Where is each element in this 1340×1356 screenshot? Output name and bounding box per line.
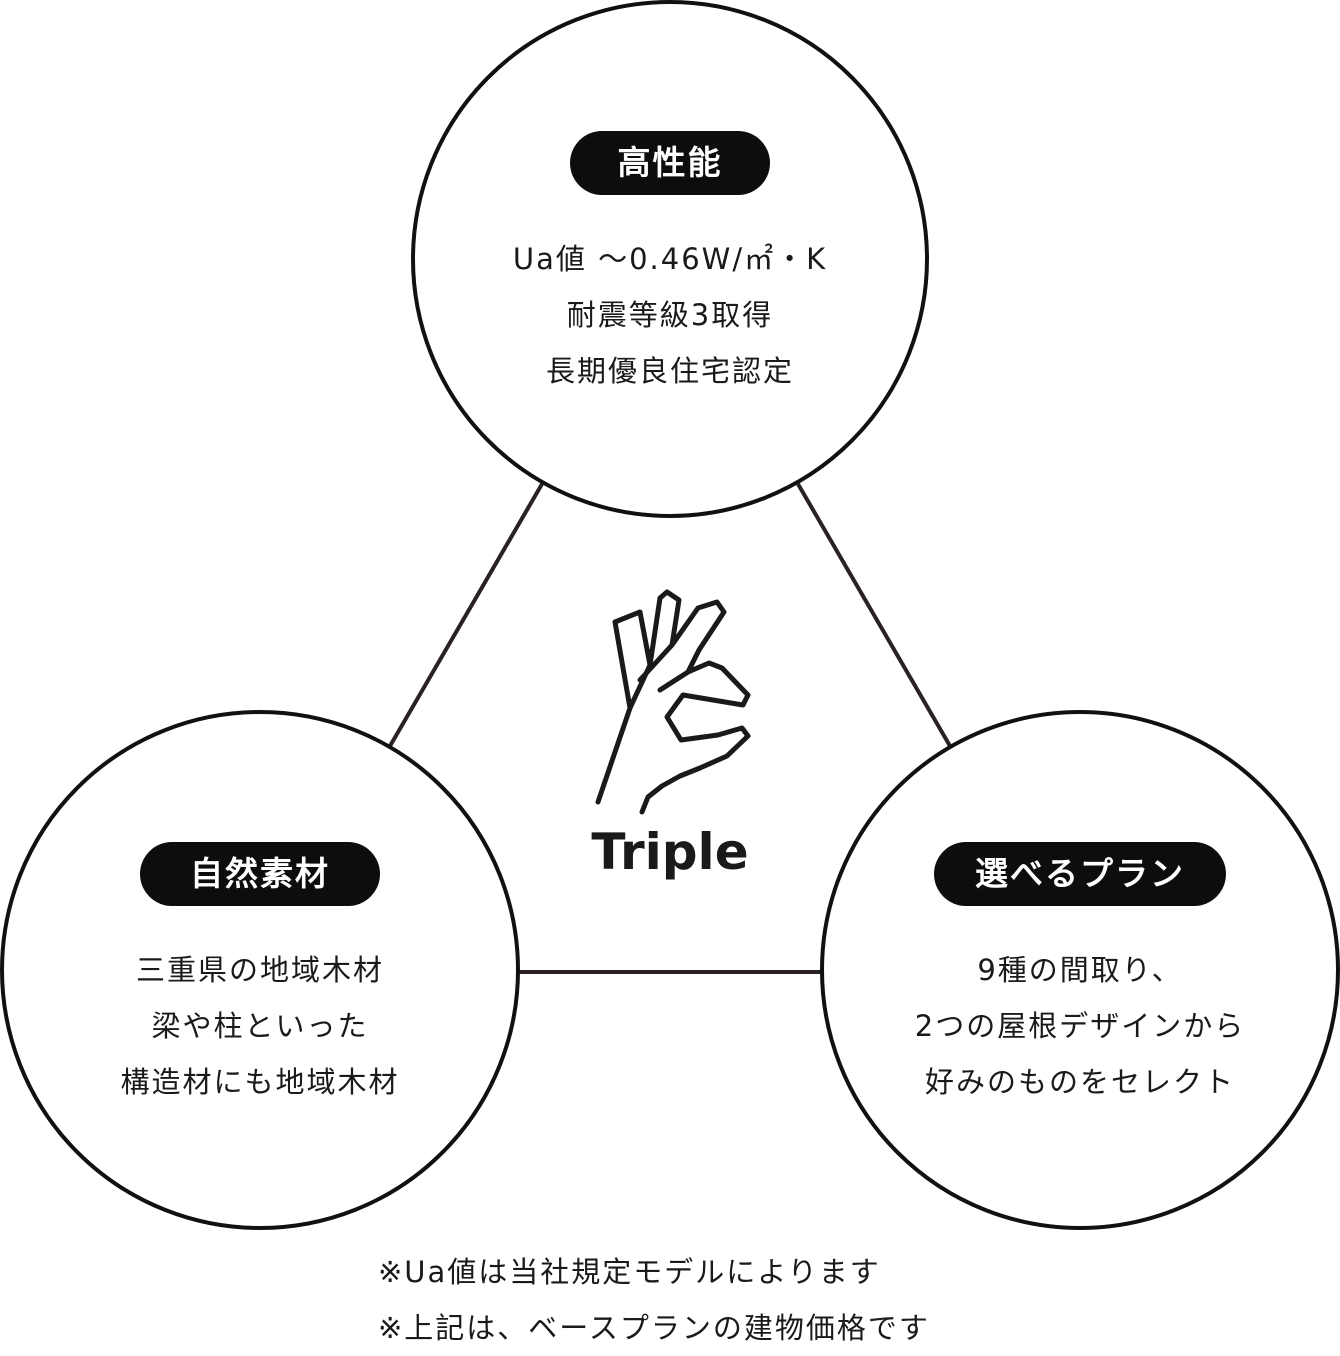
circle-top xyxy=(411,0,929,518)
title-pill-high-performance: 高性能 xyxy=(570,131,770,195)
ok-hand-gesture-icon xyxy=(595,589,751,815)
circle-right xyxy=(820,710,1340,1230)
footnote: ※Ua値は当社規定モデルによります xyxy=(378,1255,881,1289)
feature-line: 三重県の地域木材 xyxy=(135,953,384,987)
feature-line: 構造材にも地域木材 xyxy=(120,1065,400,1099)
feature-line: Ua値 〜0.46W/㎡・K xyxy=(512,242,828,276)
circle-left xyxy=(0,710,520,1230)
footnotes: ※Ua値は当社規定モデルによります ※上記は、ベースプランの建物価格です xyxy=(378,1244,1078,1356)
feature-line: 耐震等級3取得 xyxy=(566,298,774,332)
title-pill-selectable-plans: 選べるプラン xyxy=(934,842,1226,906)
connector-top-left xyxy=(388,482,544,748)
title-pill-natural-materials: 自然素材 xyxy=(140,842,380,906)
feature-lines: Ua値 〜0.46W/㎡・K 耐震等級3取得 長期優良住宅認定 xyxy=(412,231,928,399)
feature-lines: 三重県の地域木材 梁や柱といった 構造材にも地域木材 xyxy=(0,942,520,1110)
panel-high-performance: 高性能 Ua値 〜0.46W/㎡・K 耐震等級3取得 長期優良住宅認定 xyxy=(412,131,928,399)
feature-line: 長期優良住宅認定 xyxy=(545,354,794,388)
feature-line: 好みのものをセレクト xyxy=(924,1065,1235,1099)
feature-lines: 9種の間取り、 2つの屋根デザインから 好みのものをセレクト xyxy=(822,942,1338,1110)
feature-line: 9種の間取り、 xyxy=(977,953,1183,987)
connector-top-right xyxy=(796,482,952,748)
feature-line: 梁や柱といった xyxy=(151,1009,369,1043)
panel-selectable-plans: 選べるプラン 9種の間取り、 2つの屋根デザインから 好みのものをセレクト xyxy=(822,842,1338,1110)
feature-line: 2つの屋根デザインから xyxy=(914,1009,1246,1043)
panel-natural-materials: 自然素材 三重県の地域木材 梁や柱といった 構造材にも地域木材 xyxy=(0,842,520,1110)
center-label: Triple xyxy=(591,823,749,881)
footnote: ※上記は、ベースプランの建物価格です xyxy=(378,1311,930,1345)
